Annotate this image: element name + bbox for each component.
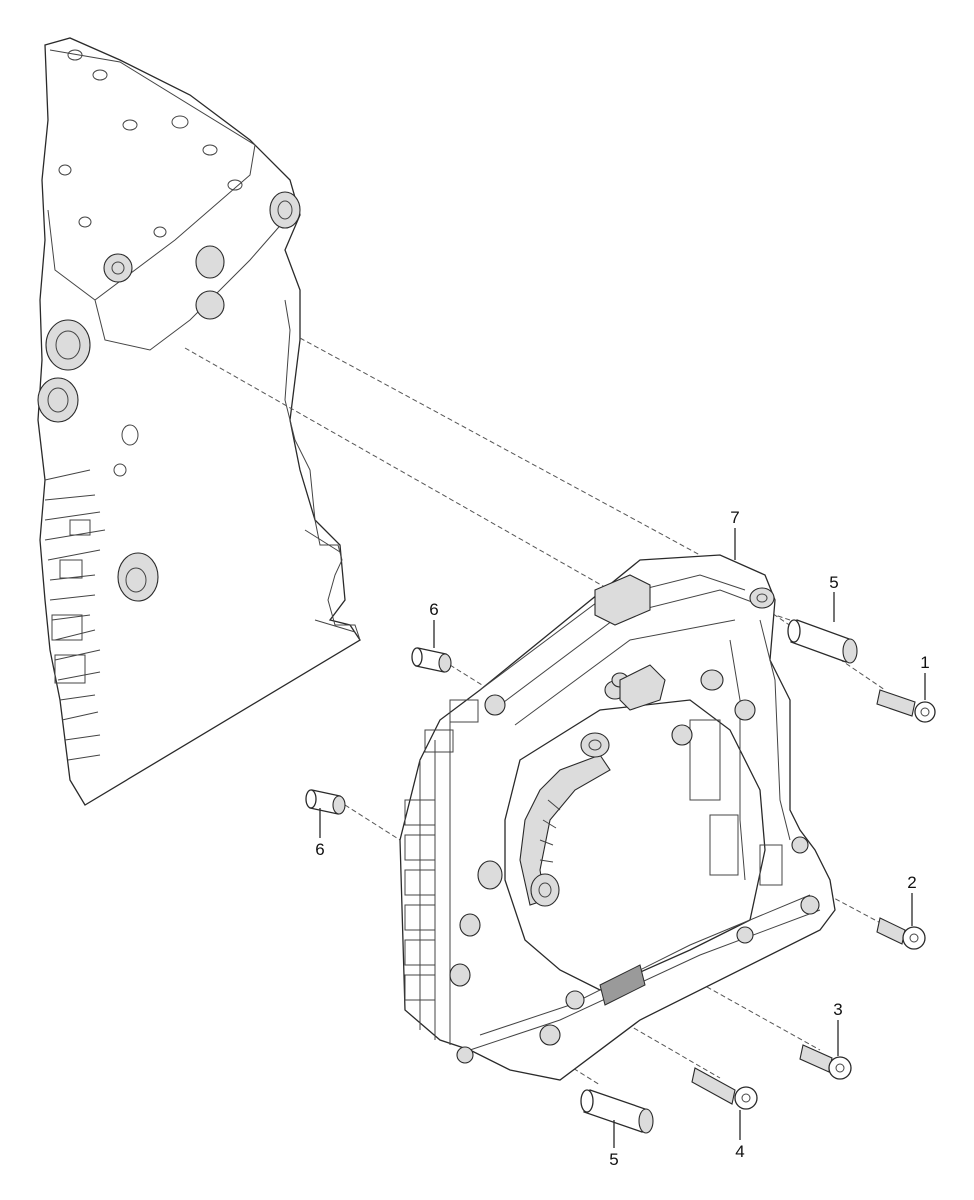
flywheel-housing bbox=[399, 554, 836, 1081]
dowel-sleeve-upper bbox=[787, 619, 858, 664]
callout-6-lower: 6 bbox=[315, 840, 324, 859]
callout-2: 2 bbox=[907, 873, 916, 892]
bolt-4 bbox=[691, 1067, 758, 1110]
callout-6-upper: 6 bbox=[429, 600, 438, 619]
bolt-1 bbox=[876, 689, 936, 723]
callout-labels: 1 2 3 4 5 5 6 6 7 bbox=[315, 508, 929, 1169]
bolt-2 bbox=[876, 917, 926, 950]
callout-1: 1 bbox=[920, 653, 929, 672]
callout-leaders bbox=[319, 528, 926, 1148]
dowel-pin-lower bbox=[305, 789, 346, 815]
callout-5-upper: 5 bbox=[829, 573, 838, 592]
dowel-pin-upper bbox=[411, 647, 452, 673]
callout-4: 4 bbox=[735, 1142, 744, 1161]
callout-5-lower: 5 bbox=[609, 1150, 618, 1169]
bolt-3 bbox=[799, 1044, 852, 1080]
callout-3: 3 bbox=[833, 1000, 842, 1019]
engine-block bbox=[37, 37, 361, 806]
dowel-sleeve-lower bbox=[580, 1089, 654, 1134]
callout-7: 7 bbox=[730, 508, 739, 527]
